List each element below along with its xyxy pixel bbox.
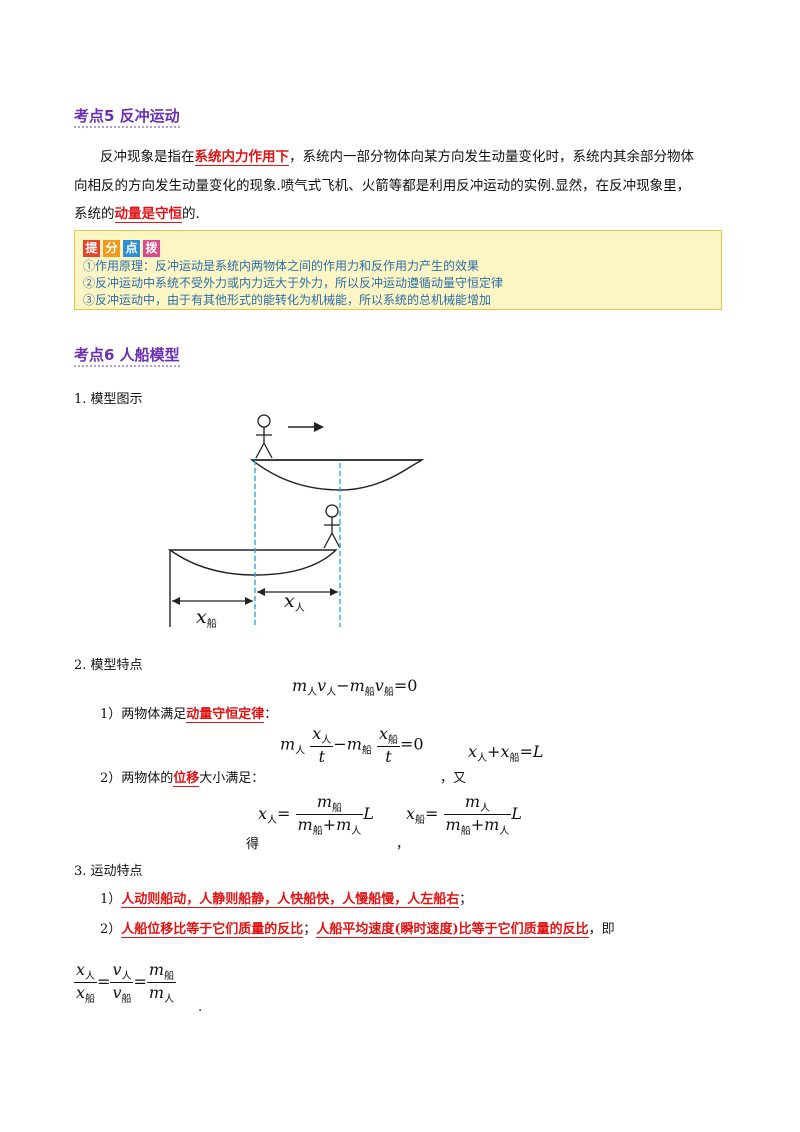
sub-item-3: 1）人动则船动，人静则船静，人快船快，人慢船慢，人左船右； bbox=[100, 892, 473, 908]
section5-line2: 向相反的方向发生动量变化的现象.喷气式飞机、火箭等都是利用反冲运动的实例.显然，… bbox=[74, 178, 691, 194]
section5-title: 考点5 反冲运动 bbox=[74, 105, 180, 128]
tips-badge: 提 bbox=[83, 240, 100, 257]
de-text: 得 bbox=[246, 837, 260, 852]
tips-line-2: ②反冲运动中系统不受外力或内力远大于外力，所以反冲运动遵循动量守恒定律 bbox=[83, 276, 504, 290]
tips-badge: 拨 bbox=[143, 240, 160, 257]
comma-text: ， bbox=[396, 837, 410, 852]
tips-box: 提分点拨 ①作用原理：反冲运动是系统内两物体之间的作用力和反作用力产生的效果 ②… bbox=[74, 230, 722, 310]
momentum-equation: m人v人−m船v船=0 bbox=[292, 676, 418, 698]
period-text: . bbox=[198, 1000, 203, 1015]
sub-item-2: 2）两物体的位移大小满足： bbox=[100, 771, 265, 787]
item-2-label: 2. 模型特点 bbox=[74, 658, 143, 673]
motion-arrow-icon bbox=[288, 422, 324, 432]
tips-line-1: ①作用原理：反冲运动是系统内两物体之间的作用力和反作用力产生的效果 bbox=[83, 259, 480, 273]
you-text: ，又 bbox=[440, 771, 467, 786]
boat-model-figure bbox=[167, 414, 425, 627]
section6-title: 考点6 人船模型 bbox=[74, 344, 180, 367]
tips-line-3: ③反冲运动中，由于有其他形式的能转化为机械能，所以系统的总机械能增加 bbox=[83, 293, 492, 307]
sub-item-1: 1）两物体满足动量守恒定律： bbox=[100, 707, 278, 723]
person-top-icon bbox=[255, 414, 273, 459]
item-1-label: 1. 模型图示 bbox=[74, 392, 143, 407]
tips-badge: 分 bbox=[103, 240, 120, 257]
person-bottom-icon bbox=[323, 504, 341, 549]
sub-item-4: 2）人船位移比等于它们质量的反比；人船平均速度(瞬时速度)比等于它们质量的反比，… bbox=[100, 922, 615, 938]
section5-line3: 系统的动量是守恒的. bbox=[74, 206, 200, 223]
tips-badges: 提分点拨 bbox=[83, 237, 163, 257]
tips-badge: 点 bbox=[123, 240, 140, 257]
figure-label-x-chuan: x船 bbox=[196, 606, 217, 630]
figure-label-x-ren: x人 bbox=[284, 590, 305, 614]
item-3-label: 3. 运动特点 bbox=[74, 864, 143, 879]
section5-line1: 反冲现象是指在系统内力作用下，系统内一部分物体向某方向发生动量变化时，系统内其余… bbox=[100, 149, 694, 166]
sum-equation: x人+x船=L bbox=[468, 742, 544, 764]
